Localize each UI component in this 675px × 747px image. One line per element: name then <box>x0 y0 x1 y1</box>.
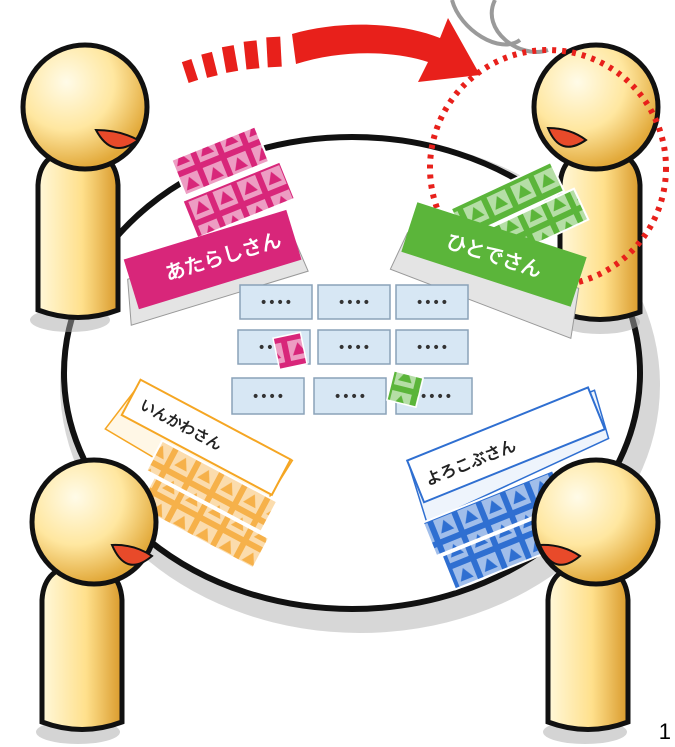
player-bottom-right <box>534 460 658 744</box>
svg-text:••••: •••• <box>337 295 370 311</box>
svg-text:••••: •••• <box>415 340 448 356</box>
svg-text:••••: •••• <box>419 389 452 405</box>
center-card-grid: •••• •••• •••• •••• •••• •••• •••• •••• <box>232 285 472 414</box>
svg-text:••••: •••• <box>415 295 448 311</box>
placed-stamp-pink <box>273 332 307 369</box>
svg-text:••••: •••• <box>337 340 370 356</box>
player-head <box>534 45 658 169</box>
player-head <box>32 460 156 584</box>
placed-stamp-green <box>387 371 423 407</box>
player-head <box>534 460 658 584</box>
svg-text:••••: •••• <box>251 389 284 405</box>
page-number: 1 <box>659 719 671 745</box>
player-head <box>23 45 147 169</box>
player-bottom-left <box>32 460 156 744</box>
center-card[interactable]: •••• <box>318 285 390 319</box>
center-card[interactable]: •••• <box>232 378 304 414</box>
center-card[interactable]: •••• <box>318 330 390 364</box>
center-card[interactable]: •••• <box>396 330 468 364</box>
svg-text:••••: •••• <box>259 295 292 311</box>
svg-text:••••: •••• <box>333 389 366 405</box>
turn-arrow <box>182 18 480 83</box>
cable-decoration <box>452 0 520 44</box>
center-card[interactable]: •••• <box>240 285 312 319</box>
center-card[interactable]: •••• <box>314 378 386 414</box>
center-card[interactable]: •••• <box>396 285 468 319</box>
